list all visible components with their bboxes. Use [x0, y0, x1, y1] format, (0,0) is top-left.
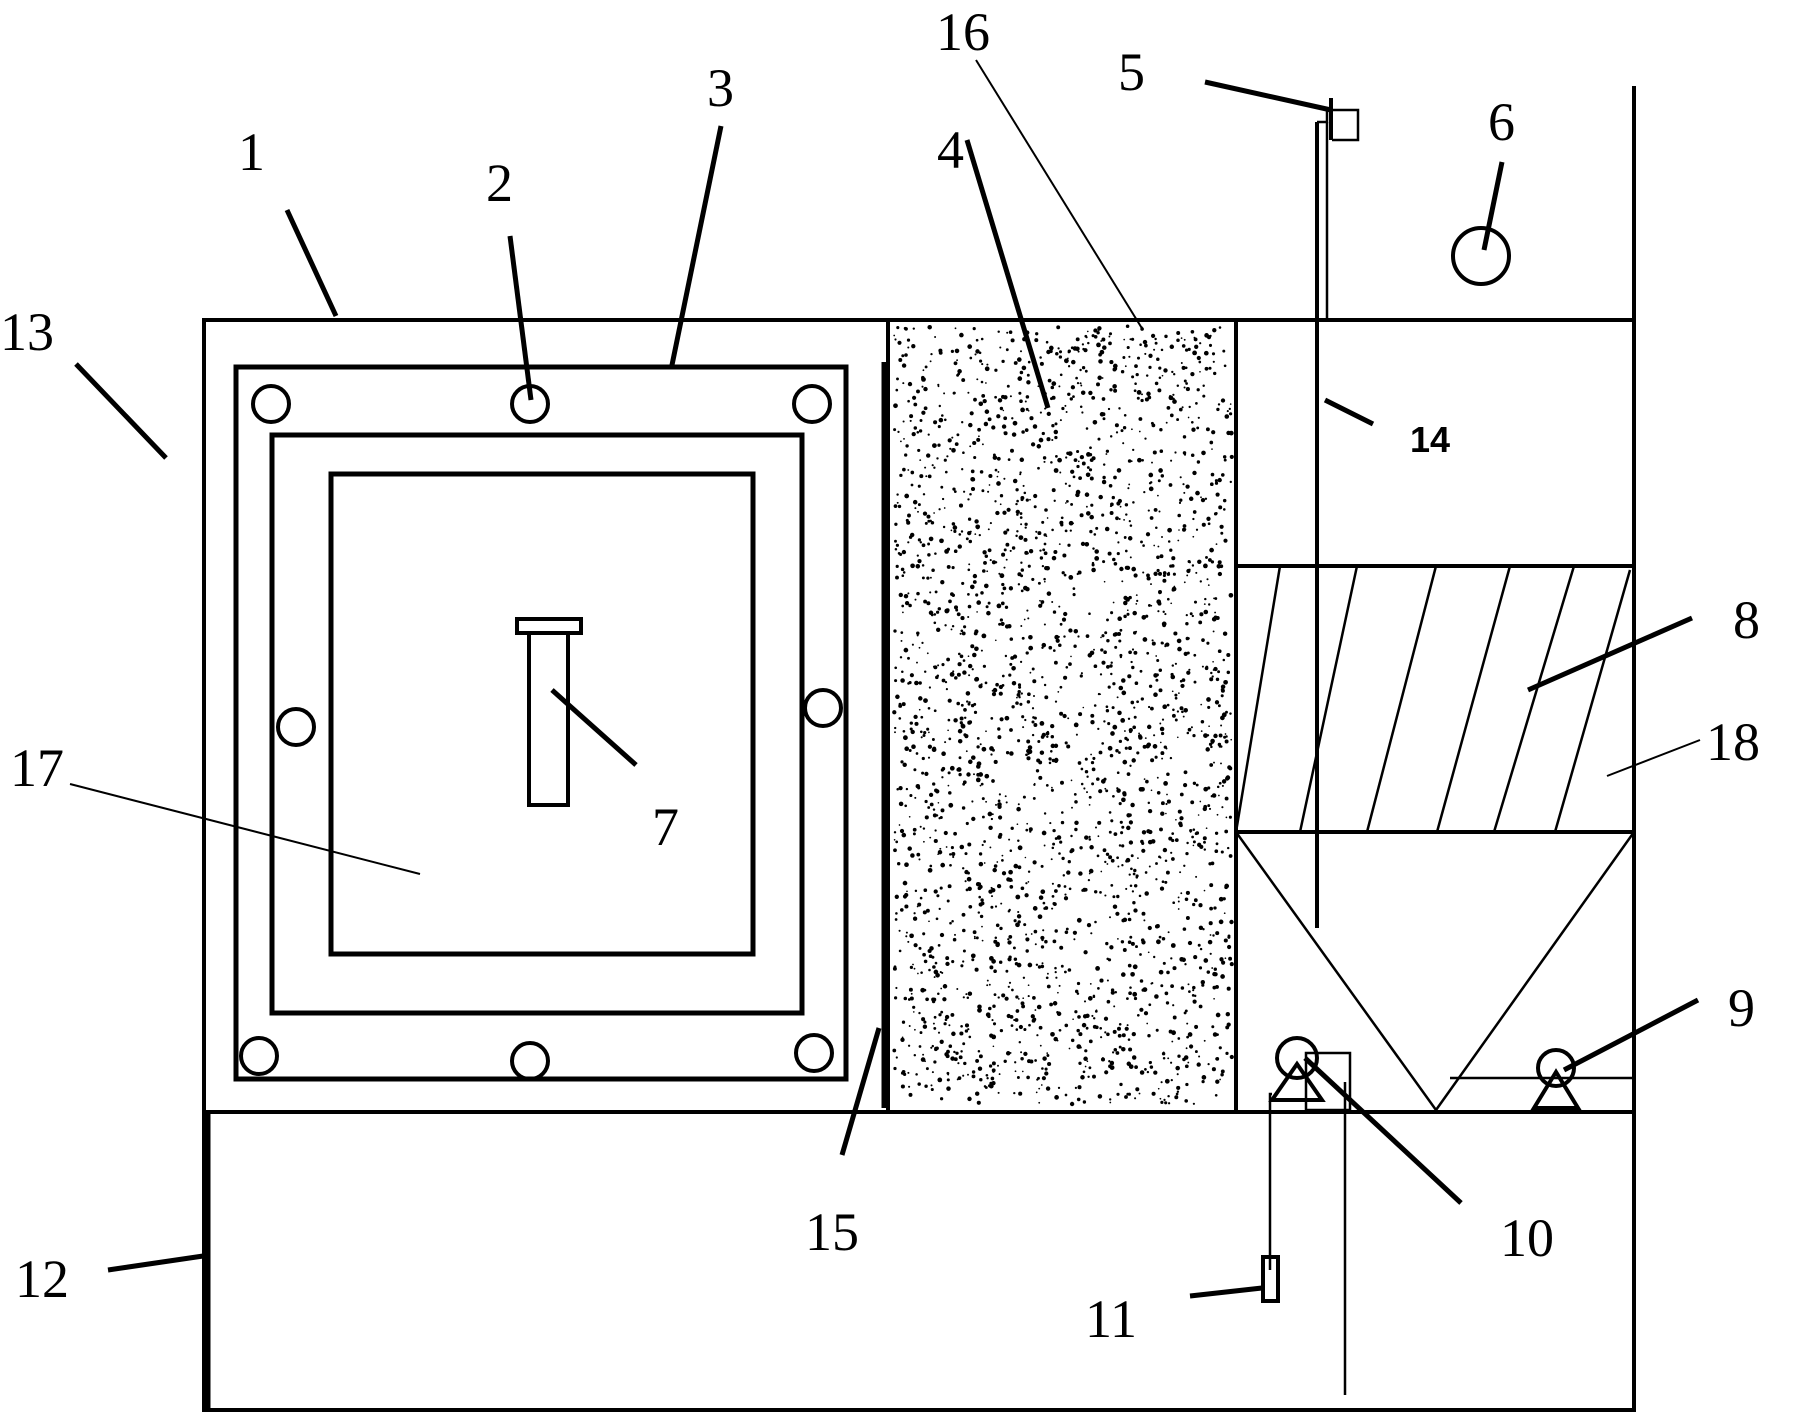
- label-15: 15: [805, 1202, 859, 1262]
- label-18: 18: [1706, 712, 1760, 772]
- door-handle-cap: [515, 617, 583, 635]
- base-tank: [202, 1110, 1636, 1412]
- label-7: 7: [652, 797, 679, 857]
- filter-media-chamber: [892, 322, 1238, 1110]
- label-14: 14: [1410, 419, 1450, 460]
- door-handle-bar: [527, 631, 570, 807]
- label-2: 2: [486, 153, 513, 213]
- label-1: 1: [238, 122, 265, 182]
- fill-layer-hatching: [1234, 565, 1632, 833]
- label-12: 12: [15, 1249, 69, 1309]
- label-17: 17: [10, 738, 64, 798]
- label-10: 10: [1500, 1208, 1554, 1268]
- valve-handle: [1317, 108, 1360, 142]
- bolt: [251, 384, 291, 424]
- level-sensor: [1261, 1255, 1280, 1303]
- part-labels: 1 2 3 4 5 6 7 8 9 10 11 12 13 14 15 16 1…: [0, 2, 1760, 1349]
- fan-icon: [1451, 226, 1511, 286]
- door-inner-frame: [269, 432, 805, 1016]
- filter-media-speckles: [892, 324, 1234, 1107]
- hopper-left: [1234, 831, 1438, 1111]
- bolt: [794, 1033, 834, 1073]
- bolt: [239, 1036, 279, 1076]
- bolt-group: [239, 384, 843, 1081]
- pump-10: [1268, 1036, 1352, 1395]
- hopper-right: [1434, 831, 1636, 1111]
- label-11: 11: [1085, 1289, 1137, 1349]
- door-window-panel: [328, 471, 756, 957]
- bolt: [276, 707, 316, 747]
- label-6: 6: [1488, 92, 1515, 152]
- label-16: 16: [936, 2, 990, 62]
- label-8: 8: [1733, 590, 1760, 650]
- pump-9: [1530, 1048, 1582, 1110]
- leader-lines: [69, 59, 1701, 1299]
- bolt: [792, 384, 832, 424]
- bolt: [803, 688, 843, 728]
- label-5: 5: [1118, 42, 1145, 102]
- bolt: [510, 1041, 550, 1081]
- door-outer-frame: [233, 364, 849, 1082]
- label-9: 9: [1728, 978, 1755, 1038]
- label-13: 13: [0, 302, 54, 362]
- label-3: 3: [707, 58, 734, 118]
- label-4: 4: [937, 120, 964, 180]
